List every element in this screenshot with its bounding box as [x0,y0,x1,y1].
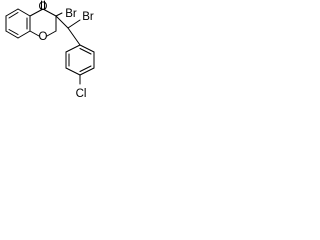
carbonyl-oxygen-label: O [39,1,48,13]
ring-oxygen-label: O [39,31,48,43]
pyranone-ring [29,8,57,37]
side-bromine-label: Br [82,11,94,23]
chlorine-label: Cl [76,88,87,100]
benzo-ring [5,8,31,39]
side-bromine-bond [67,19,81,29]
chlorophenyl-ring [65,44,95,76]
c3-chbr-bond [55,15,69,29]
ring-bromine-label: Br [65,8,77,20]
chbr-aryl-bond [67,27,81,46]
chemical-structure-diagram: O Br Br O Cl [5,0,95,100]
ring-bromine-bond [55,12,63,17]
carbonyl-bond [41,0,45,10]
